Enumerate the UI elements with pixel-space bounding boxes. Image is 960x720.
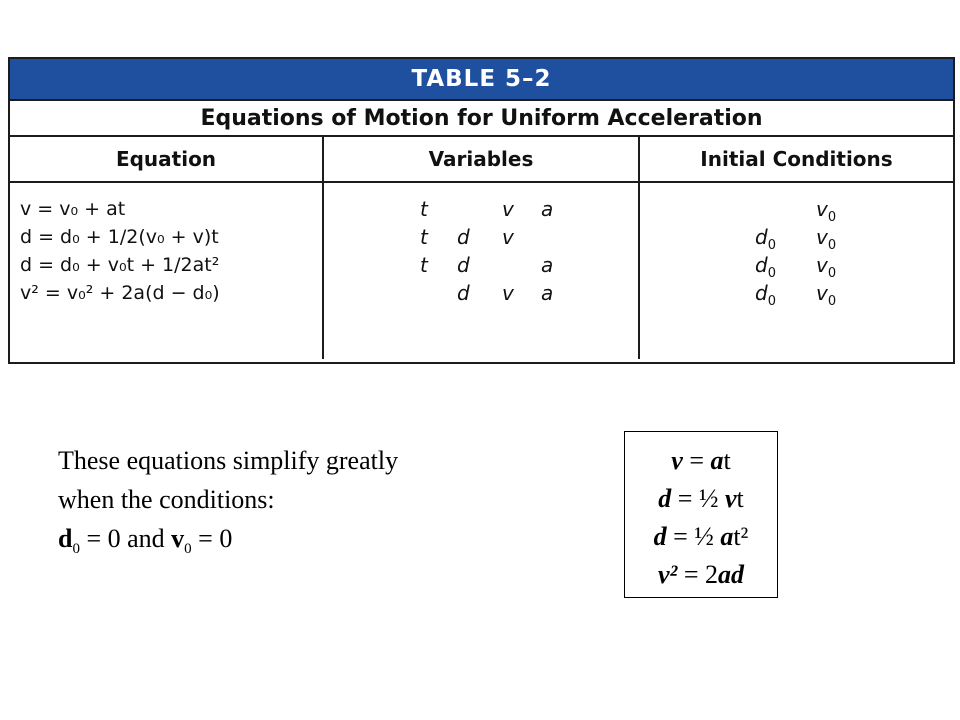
initial-d0-symbol: d [755,253,768,277]
simplified-coef: ½ [698,484,725,513]
subscript-zero: 0 [827,266,837,281]
initial-v0: v0 [816,195,836,232]
subscript-zero: 0 [827,294,837,309]
simplification-note: These equations simplify greatly when th… [58,441,398,569]
subscript-zero: 0 [767,294,776,309]
simplified-lhs: d [658,484,672,513]
variable-d: d [457,281,470,305]
simplified-var: ad [718,560,744,589]
initial-v0-symbol: v [816,253,828,277]
initial-v0: v0 [816,251,836,288]
subscript-zero: 0 [827,238,837,253]
note-line-2: when the conditions: [58,485,275,514]
table-title: Equations of Motion for Uniform Accelera… [10,99,953,137]
cond-text-1: = 0 and [79,524,172,553]
equation-row: d = d₀ + v₀t + 1/2at² [20,254,220,276]
variable-v: v [502,197,514,221]
initial-conditions-row: d0 v0 [640,279,953,309]
simplified-tail: t² [733,522,749,551]
note-line-1: These equations simplify greatly [58,446,399,475]
initial-d0: d0 [755,223,776,260]
simplified-coef: ½ [694,522,721,551]
initial-v0-symbol: v [816,225,828,249]
subscript-zero: 0 [827,210,837,225]
variable-d: d [457,253,470,277]
initial-conditions-row: d0 v0 [640,223,953,253]
equation-column: v = v₀ + at d = d₀ + 1/2(v₀ + v)t d = d₀… [10,183,324,359]
simplified-equation: v² = 2ad [625,556,777,594]
simplified-lhs: d [653,522,667,551]
variables-row: t v a [324,195,638,223]
cond-v-symbol: v [171,524,185,553]
simplified-equations-box: v = at d = ½ vt d = ½ at² v² = 2ad [624,431,778,598]
simplified-equation: d = ½ at² [625,518,777,556]
subscript-zero: 0 [767,266,776,281]
simplified-op: = [677,560,705,589]
variable-v: v [502,225,514,249]
initial-conditions-row: d0 v0 [640,251,953,281]
table-grid: Equation Variables Initial Conditions v … [10,137,953,359]
initial-d0: d0 [755,279,776,316]
variables-column: t v a t d v t d a d v a [324,183,640,359]
simplified-equation: d = ½ vt [625,480,777,518]
initial-d0-symbol: d [755,281,768,305]
variables-row: d v a [324,279,638,307]
simplified-lhs: v² [657,560,678,589]
variable-d: d [457,225,470,249]
simplified-tail: t [723,446,731,475]
equation-row: v² = v₀² + 2a(d − d₀) [20,282,220,304]
simplified-var: a [710,446,724,475]
cond-text-2: = 0 [191,524,233,553]
variables-row: t d a [324,251,638,279]
variables-row: t d v [324,223,638,251]
variable-t: t [420,225,428,249]
table-number-banner: TABLE 5–2 [10,59,953,99]
simplified-tail: t [736,484,744,513]
initial-v0: v0 [816,279,836,316]
simplified-var: a [720,522,734,551]
initial-d0-symbol: d [755,225,768,249]
variable-t: t [420,197,428,221]
initial-conditions-column: v0 d0 v0 d0 v0 d0 v0 [640,183,953,359]
subscript-zero: 0 [767,238,776,253]
motion-equations-table: TABLE 5–2 Equations of Motion for Unifor… [8,57,955,364]
initial-v0: v0 [816,223,836,260]
initial-v0-symbol: v [816,197,828,221]
simplified-lhs: v [671,446,683,475]
simplified-op: = [682,446,711,475]
cond-d-symbol: d [58,524,73,553]
variable-a: a [541,253,554,277]
cond-d-subscript: 0 [72,541,80,558]
simplified-op: = [671,484,699,513]
initial-d0: d0 [755,251,776,288]
equation-row: v = v₀ + at [20,198,126,220]
initial-v0-symbol: v [816,281,828,305]
header-variables: Variables [324,137,640,183]
simplified-coef: 2 [705,560,718,589]
header-equation: Equation [10,137,324,183]
simplified-equation: v = at [625,442,777,480]
equation-row: d = d₀ + 1/2(v₀ + v)t [20,226,219,248]
initial-conditions-row: v0 [640,195,953,225]
variable-v: v [502,281,514,305]
note-conditions: d0 = 0 and v0 = 0 [58,519,398,569]
variable-a: a [541,197,554,221]
simplified-op: = [666,522,695,551]
simplified-var: v [724,484,737,513]
header-initial-conditions: Initial Conditions [640,137,953,183]
variable-a: a [541,281,554,305]
cond-v-subscript: 0 [184,541,192,558]
variable-t: t [420,253,428,277]
